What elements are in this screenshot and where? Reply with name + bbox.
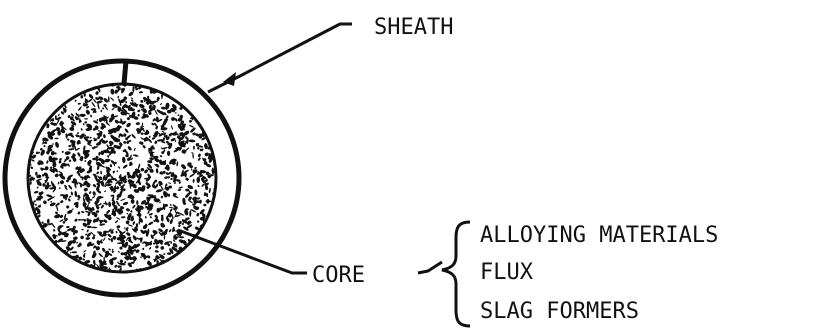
core-connector [417,260,443,275]
sheath-seam [121,60,129,85]
sheath-label: SHEATH [374,15,453,40]
sheath-outer-ring [2,58,242,298]
sheath-leader-line [207,22,352,94]
sheath-leader-arrow [223,72,236,86]
core-component-flux: FLUX [480,260,534,285]
core-component-alloying: ALLOYING MATERIALS [480,223,718,248]
core-texture [28,84,216,272]
component-brace [441,220,471,328]
core-leader-line [177,228,307,275]
core-label: CORE [312,263,365,288]
core-component-slag: SLAG FORMERS [480,299,639,324]
